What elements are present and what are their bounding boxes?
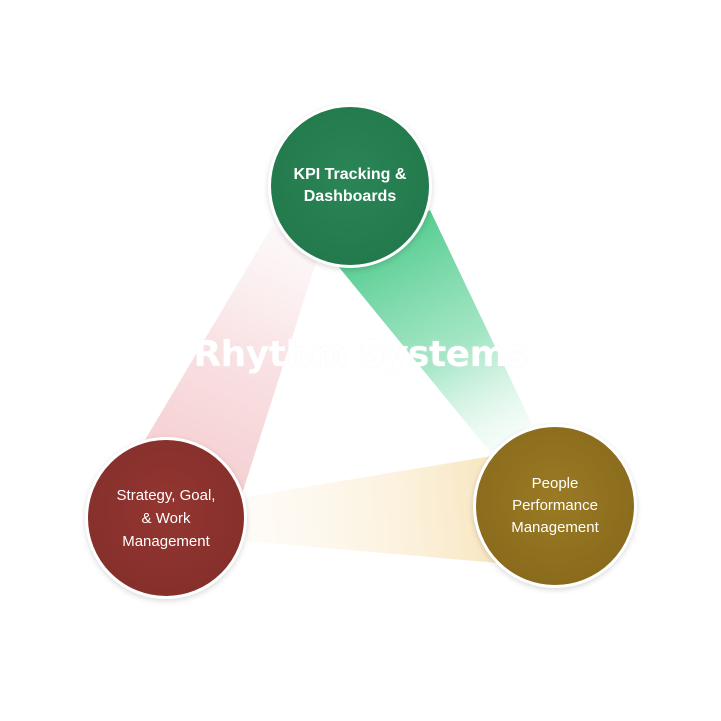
connector-kpi-to-people bbox=[338, 210, 532, 452]
kpi-tracking-node: KPI Tracking & Dashboards bbox=[268, 104, 432, 268]
kpi-tracking-label: KPI Tracking & Dashboards bbox=[284, 164, 417, 208]
kpi-label-line-1: KPI Tracking & bbox=[293, 166, 407, 183]
people-label-line-3: Management bbox=[511, 519, 599, 536]
strategy-label-line-3: Management bbox=[122, 532, 210, 550]
strategy-goal-label: Strategy, Goal, & Work Management bbox=[107, 484, 226, 553]
connector-strategy-to-kpi bbox=[145, 226, 318, 494]
center-title: Rhythm Systems bbox=[193, 334, 528, 375]
strategy-goal-node: Strategy, Goal, & Work Management bbox=[85, 437, 247, 599]
people-performance-node: People Performance Management bbox=[473, 424, 637, 588]
kpi-label-line-2: Dashboards bbox=[303, 188, 397, 205]
strategy-label-line-2: & Work bbox=[141, 509, 191, 527]
people-label-line-2: Performance bbox=[512, 497, 598, 514]
connector-strategy-to-people bbox=[245, 456, 498, 563]
people-performance-label: People Performance Management bbox=[501, 473, 609, 539]
strategy-label-line-1: Strategy, Goal, bbox=[116, 486, 216, 504]
people-label-line-1: People bbox=[531, 475, 579, 492]
